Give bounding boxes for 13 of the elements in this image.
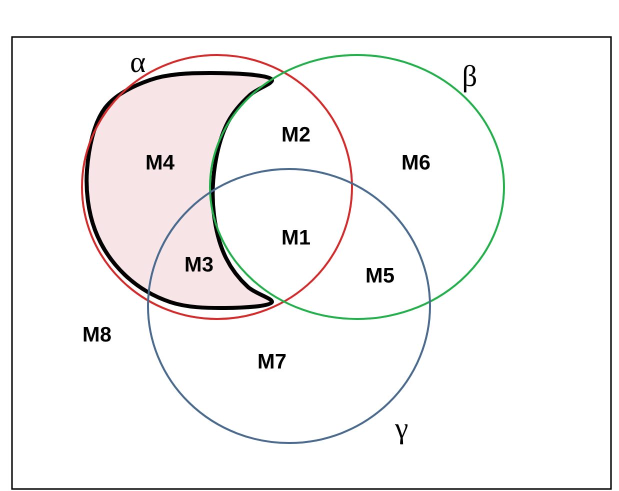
region-label: M6 bbox=[401, 152, 431, 174]
set-label: β bbox=[462, 62, 478, 92]
set-circle bbox=[82, 55, 352, 319]
region-label: M4 bbox=[145, 152, 175, 174]
set-label: α bbox=[130, 48, 146, 78]
region-label: M8 bbox=[82, 324, 112, 346]
set-circle bbox=[148, 169, 430, 443]
region-label: M5 bbox=[365, 266, 395, 286]
region-label: M2 bbox=[281, 124, 311, 146]
region-label: M7 bbox=[257, 352, 287, 372]
set-label: γ bbox=[395, 414, 408, 444]
region-label: M1 bbox=[281, 228, 311, 248]
region-label: M3 bbox=[184, 254, 214, 276]
